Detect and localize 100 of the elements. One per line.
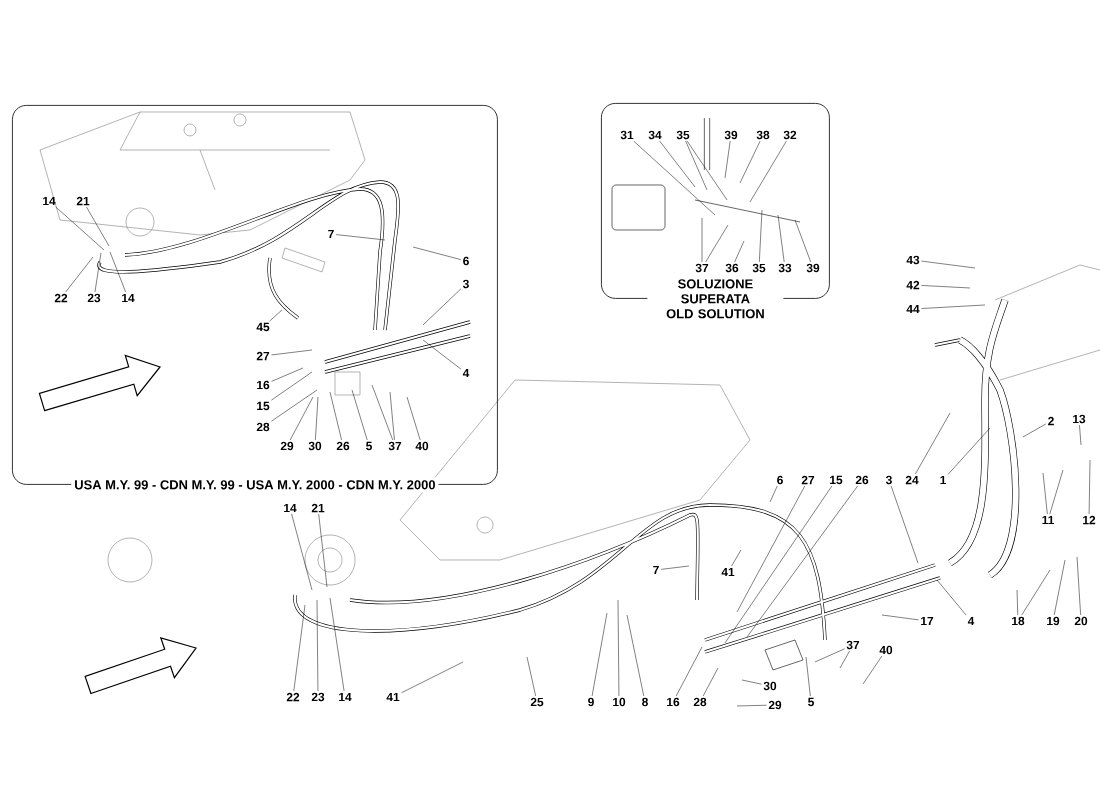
- callout-number: 3: [462, 279, 469, 289]
- leader-line: [675, 646, 703, 697]
- callout-number: 15: [257, 401, 270, 411]
- leader-line: [921, 285, 971, 289]
- leader-line: [412, 246, 462, 260]
- leader-line: [1042, 472, 1048, 515]
- callout-number: 22: [286, 692, 300, 702]
- callout-number: 14: [284, 503, 297, 513]
- callout-number: 22: [54, 293, 68, 303]
- callout-number: 35: [676, 130, 690, 140]
- callout-number: 21: [76, 196, 90, 206]
- leader-line: [777, 214, 785, 263]
- callout-number: 32: [783, 130, 797, 140]
- leader-line: [271, 349, 313, 356]
- leader-line: [422, 339, 462, 370]
- leader-line: [890, 485, 919, 564]
- leader-line: [422, 288, 462, 326]
- leader-line: [862, 655, 883, 685]
- leader-line: [739, 140, 761, 184]
- panel-caption: SOLUZIONE SUPERATA OLD SOLUTION: [647, 276, 784, 322]
- leader-line: [401, 661, 464, 693]
- leader-line: [591, 612, 608, 697]
- leader-line: [947, 427, 991, 475]
- leader-line: [749, 140, 787, 203]
- callout-number: 19: [1047, 616, 1060, 626]
- callout-number: 8: [642, 697, 648, 707]
- leader-line: [389, 391, 395, 441]
- callout-number: 38: [756, 130, 770, 140]
- callout-number: 24: [905, 475, 919, 485]
- callout-number: 25: [530, 697, 544, 707]
- callout-number: 5: [366, 441, 372, 451]
- callout-number: 41: [721, 567, 735, 577]
- callout-number: 40: [415, 441, 429, 451]
- leader-line: [702, 667, 719, 697]
- leader-line: [289, 396, 314, 441]
- leader-line: [734, 240, 745, 263]
- leader-line: [705, 224, 729, 263]
- callout-number: 10: [613, 697, 626, 707]
- leader-line: [617, 599, 620, 697]
- callout-number: 16: [667, 697, 680, 707]
- leader-line: [660, 565, 690, 570]
- callout-number: 4: [462, 368, 470, 378]
- leader-line: [746, 485, 858, 638]
- callout-number: 12: [1083, 515, 1096, 525]
- leader-line: [1079, 424, 1082, 446]
- leader-line: [526, 656, 536, 697]
- leader-line: [736, 485, 806, 613]
- callout-number: 5: [808, 697, 814, 707]
- leader-line: [814, 648, 845, 663]
- callout-number: 45: [256, 322, 270, 332]
- leader-line: [1049, 469, 1064, 515]
- leader-line: [769, 485, 778, 503]
- callout-number: 29: [768, 700, 782, 710]
- callout-number: 43: [906, 255, 920, 265]
- leader-line: [406, 396, 421, 441]
- callout-number: 36: [725, 263, 739, 273]
- leader-line: [1053, 559, 1066, 616]
- leader-line: [936, 579, 967, 616]
- callout-number: 20: [1074, 616, 1088, 626]
- leader-line: [701, 217, 703, 263]
- callout-number: 26: [336, 441, 350, 451]
- leader-line: [65, 256, 94, 293]
- callout-number: 37: [388, 441, 402, 451]
- leader-line: [915, 412, 951, 475]
- callout-number: 23: [87, 293, 101, 303]
- leader-line: [741, 679, 762, 685]
- leader-line: [736, 704, 767, 707]
- leader-line: [329, 391, 342, 441]
- callout-number: 27: [801, 475, 815, 485]
- panel-caption: USA M.Y. 99 - CDN M.Y. 99 - USA M.Y. 2000 - CDN M.Y. 2000: [71, 477, 439, 493]
- callout-number: 41: [386, 692, 400, 702]
- leader-line: [921, 260, 976, 269]
- leader-line: [881, 614, 919, 621]
- leader-line: [86, 206, 110, 247]
- leader-line: [335, 234, 386, 241]
- callout-number: 35: [752, 263, 766, 273]
- callout-number: 28: [256, 422, 270, 432]
- callout-number: 30: [308, 441, 322, 451]
- callout-number: 28: [693, 697, 707, 707]
- leader-line: [724, 140, 731, 179]
- leader-line: [55, 206, 105, 251]
- callout-number: 16: [257, 380, 270, 390]
- callout-number: 15: [830, 475, 843, 485]
- leader-line: [659, 140, 696, 188]
- leader-line: [685, 140, 708, 191]
- leader-line: [293, 604, 306, 692]
- callout-number: 4: [967, 616, 975, 626]
- callout-number: 37: [695, 263, 709, 273]
- callout-number: 3: [885, 475, 892, 485]
- callout-number: 26: [855, 475, 869, 485]
- leader-line: [271, 367, 304, 382]
- callout-number: 39: [806, 263, 820, 273]
- leader-line: [291, 513, 313, 591]
- leader-line: [269, 309, 283, 322]
- leader-line: [329, 597, 345, 692]
- leader-line: [1021, 569, 1051, 616]
- leader-line: [731, 549, 742, 567]
- leader-line: [921, 304, 986, 309]
- leader-line: [315, 396, 319, 441]
- leader-line: [1076, 556, 1081, 616]
